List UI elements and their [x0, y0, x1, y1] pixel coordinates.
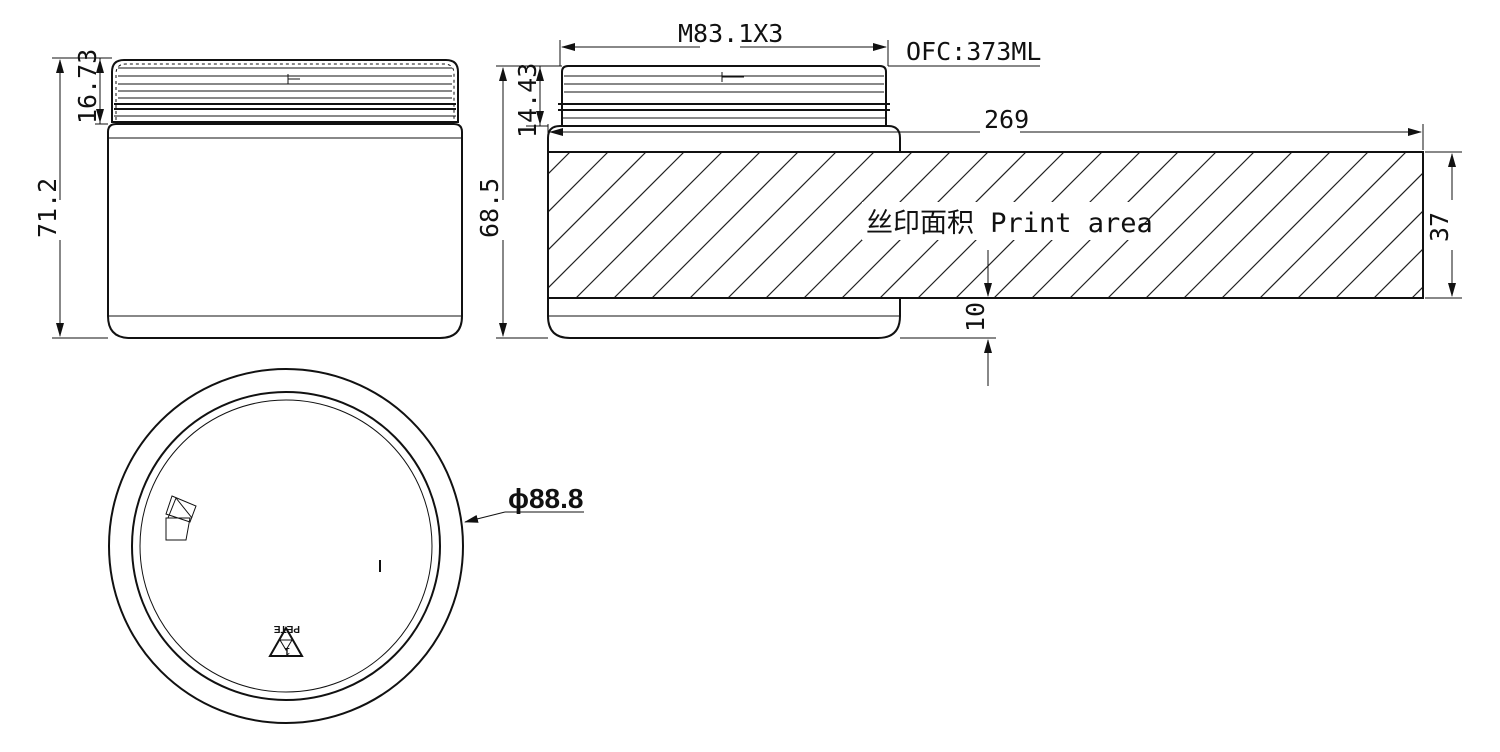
hatch-line	[548, 152, 647, 251]
gate-mark	[165, 497, 193, 541]
hatch-line	[727, 152, 875, 298]
dim-total-height: 71.2	[33, 178, 62, 238]
inner-circle-2	[139, 399, 433, 693]
jar-body-left	[107, 123, 463, 339]
cap-outline	[111, 59, 459, 123]
hatch-line	[548, 152, 685, 289]
print-area-label: 丝印面积 Print area	[866, 208, 1153, 239]
hatch-line	[1183, 152, 1331, 298]
bottom-view	[108, 368, 464, 724]
dim-diameter: ϕ88.8	[508, 483, 583, 514]
hatch-line	[1488, 152, 1500, 298]
dim-thread: M83.1X3	[678, 19, 783, 48]
middle-dimensions	[496, 40, 1462, 386]
dim-print-height: 37	[1425, 212, 1454, 242]
dim-cap-height: 16.73	[73, 49, 102, 124]
hatch-line	[575, 152, 723, 298]
hatch-line	[1221, 152, 1369, 298]
dim-neck-height: 14.43	[513, 63, 542, 138]
cap-knurl	[115, 63, 455, 120]
hatch-line	[548, 152, 609, 213]
left-dimensions	[52, 57, 112, 339]
dim-print-width: 269	[984, 105, 1029, 134]
jar-neck	[561, 65, 887, 126]
hatch-line	[765, 152, 913, 298]
outer-circle	[108, 368, 464, 724]
hatch-line	[613, 152, 761, 298]
hatch-line	[1335, 210, 1423, 298]
hatch-line	[1297, 172, 1423, 298]
hatch-line	[1450, 152, 1500, 298]
diameter-leader	[464, 511, 584, 523]
hatch-line	[386, 152, 532, 298]
dim-body-height: 68.5	[475, 178, 504, 238]
hatch-line	[689, 152, 837, 298]
hatch-line	[1145, 152, 1293, 298]
side-view-uncapped	[348, 65, 1500, 339]
recycle-number: 1	[284, 645, 290, 656]
hatch-line	[1069, 152, 1217, 298]
inner-circle	[131, 391, 441, 701]
side-view-capped	[107, 59, 463, 339]
hatch-line	[1107, 152, 1255, 298]
hatch-line	[1259, 152, 1407, 298]
dim-capacity: OFC:373ML	[906, 37, 1041, 66]
dim-print-offset: 10	[961, 302, 990, 332]
recycle-code: PETE	[274, 623, 300, 634]
hatch-line	[348, 152, 494, 298]
hatch-line	[1373, 248, 1423, 298]
recycle-icon	[268, 625, 304, 657]
hatch-line	[651, 152, 799, 298]
